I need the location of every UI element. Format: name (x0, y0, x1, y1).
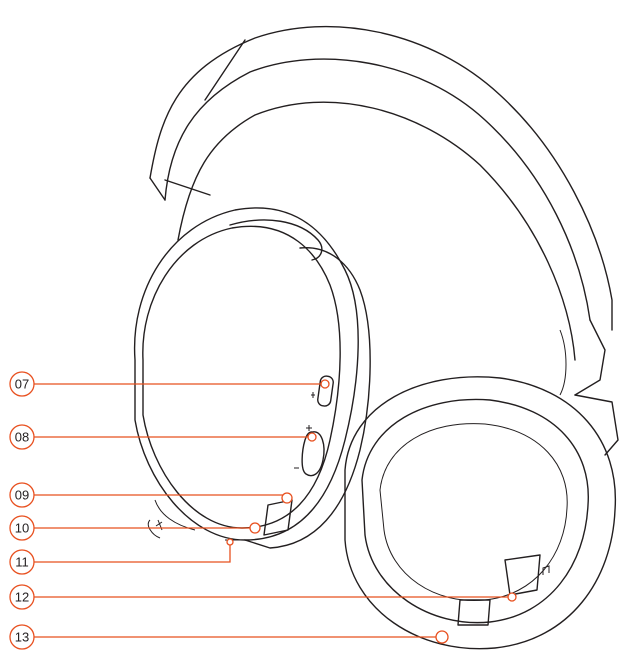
callout-label-12: 12 (15, 590, 29, 605)
headband (149, 25, 619, 456)
music-note-icon (542, 565, 550, 575)
power-button-area[interactable] (263, 499, 293, 536)
callout-11: 11 (9, 549, 35, 575)
microphone-icon (311, 392, 315, 398)
left-ear-cup (133, 207, 371, 549)
mic-mute-switch[interactable] (317, 375, 334, 407)
callout-label-10: 10 (15, 521, 29, 536)
callout-label-07: 07 (15, 377, 29, 392)
callout-label-13: 13 (15, 630, 29, 645)
plus-icon (306, 425, 312, 431)
callout-label-09: 09 (15, 488, 29, 503)
callout-13: 13 (9, 624, 35, 650)
callout-lines (33, 379, 517, 644)
callout-label-11: 11 (15, 555, 29, 570)
callout-12: 12 (9, 584, 35, 610)
callout-07: 07 (9, 371, 35, 397)
callout-label-08: 08 (15, 430, 29, 445)
callout-09: 09 (9, 482, 35, 508)
callout-08: 08 (9, 424, 35, 450)
left-cup-controls (147, 375, 334, 541)
volume-wheel[interactable] (301, 431, 325, 477)
right-ear-cup (344, 376, 617, 650)
callout-10: 10 (9, 515, 35, 541)
